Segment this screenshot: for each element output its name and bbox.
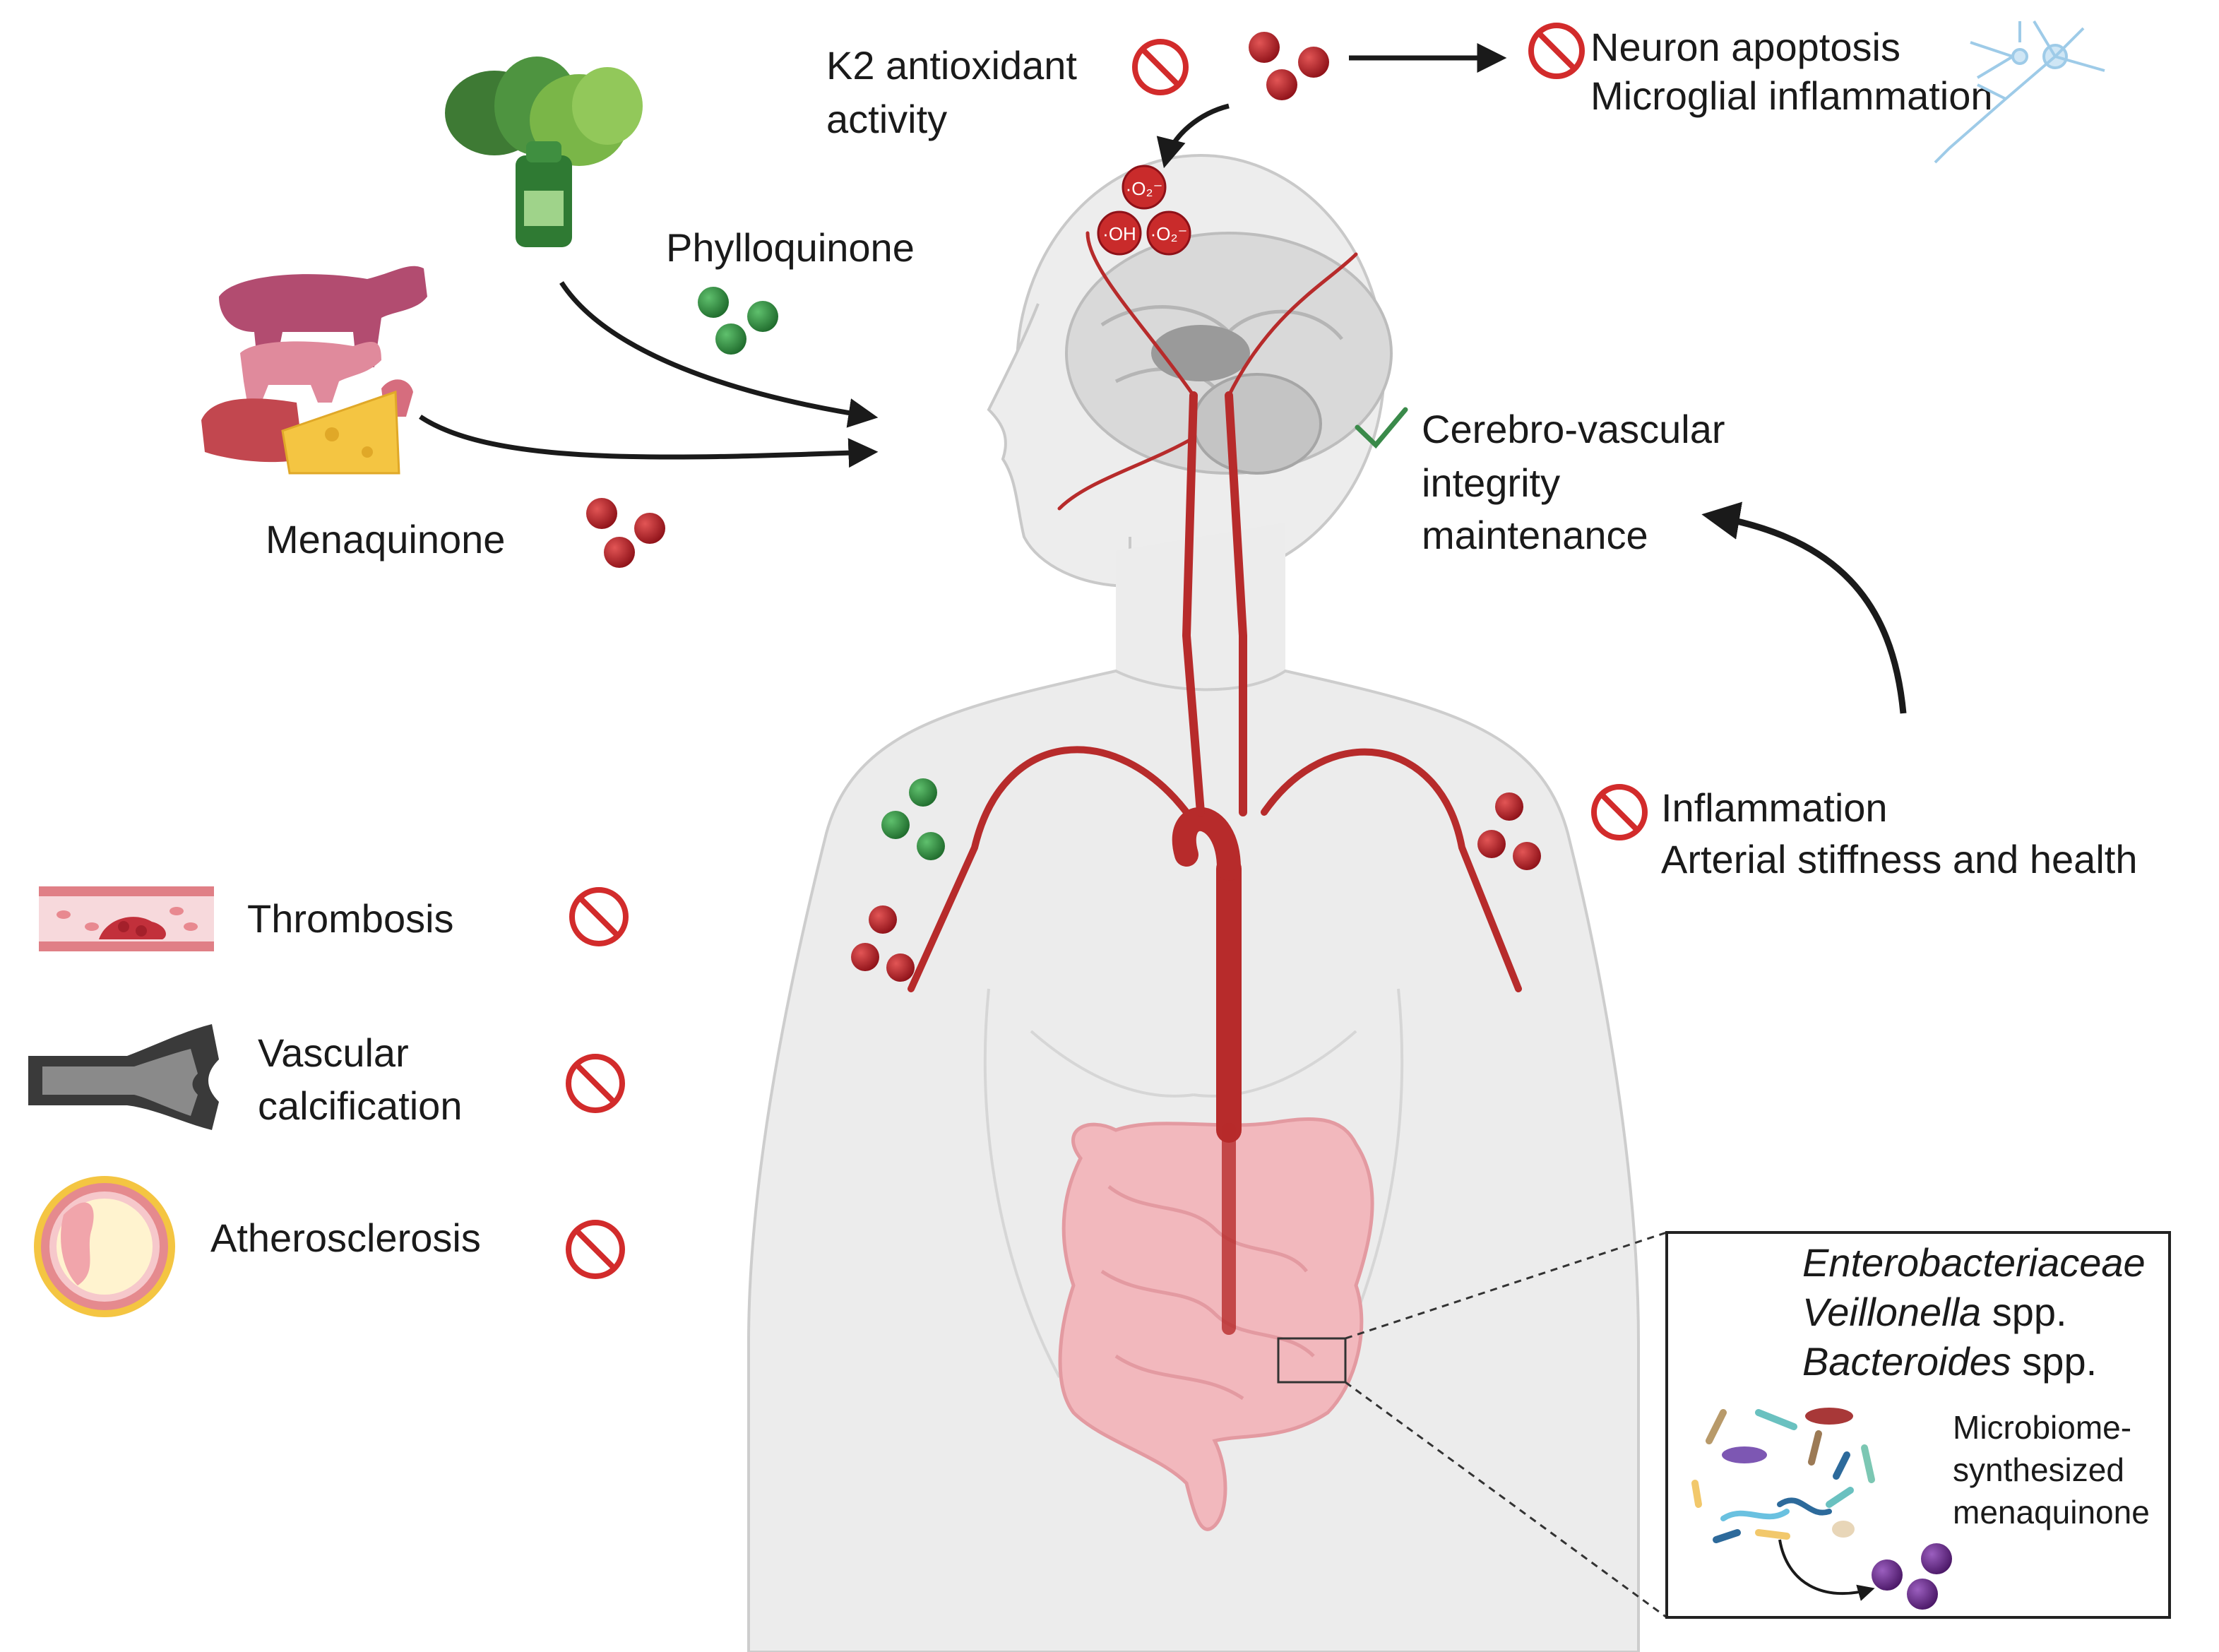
microbiome-menaquinone-label-line3: menaquinone <box>1953 1494 2150 1531</box>
neuron-icon <box>1934 20 2105 164</box>
bacteria-enterobacteriaceae: Enterobacteriaceae <box>1802 1240 2146 1285</box>
animal-foods-icon <box>201 266 427 475</box>
zoom-line-top <box>1345 1231 1667 1340</box>
arterial-system <box>908 231 1522 1335</box>
menaquinone-molecules-arm-left <box>851 905 915 982</box>
leafy-greens-icon <box>445 57 643 247</box>
phylloquinone-molecules-arm <box>881 778 945 860</box>
microbiome-menaquinone-label-line2: synthesized <box>1953 1451 2124 1488</box>
cerebro-vascular-label-line2: integrity <box>1422 460 1560 505</box>
intestines <box>1058 1117 1374 1531</box>
microglial-inflammation-label: Microglial inflammation <box>1590 73 1993 118</box>
vascular-calcification-label: Vascular <box>258 1030 409 1075</box>
ros-superoxide-label: ·O₂⁻ <box>1126 178 1163 199</box>
no-entry-icon <box>572 890 626 944</box>
bacteria-bacteroides: Bacteroides spp. <box>1802 1339 2097 1384</box>
ros-hydroxyl-label: ·OH <box>1102 223 1136 244</box>
menaquinone-molecules <box>586 498 665 568</box>
reactive-oxygen-species: ·O₂⁻ ·OH ·O₂⁻ <box>1097 165 1191 256</box>
no-entry-icon <box>569 1223 622 1276</box>
vascular-calcification-label-line2: calcification <box>258 1083 462 1128</box>
no-entry-icon <box>1594 787 1645 838</box>
zoom-line-bottom <box>1345 1381 1667 1619</box>
k2-antioxidant-label: K2 antioxidant <box>826 43 1077 88</box>
phylloquinone-molecules <box>698 287 778 355</box>
menaquinone-molecules-top <box>1249 32 1329 100</box>
arrow-menaquinone-to-body <box>419 415 879 468</box>
inflammation-label: Inflammation <box>1661 785 1888 830</box>
atherosclerosis-label: Atherosclerosis <box>210 1216 481 1260</box>
bacteria-cluster-icon <box>1691 1408 1875 1543</box>
microbiome-inset-box <box>1665 1231 2171 1619</box>
phylloquinone-label: Phylloquinone <box>666 225 915 270</box>
arrow-phylloquinone-to-body <box>559 281 879 428</box>
no-entry-icon <box>569 1057 622 1110</box>
atherosclerosis-icon <box>34 1176 175 1317</box>
k2-antioxidant-label-line2: activity <box>826 97 947 141</box>
neuron-apoptosis-label: Neuron apoptosis <box>1590 25 1900 69</box>
arrow-to-cerebro-vascular <box>1701 501 1907 714</box>
no-entry-icon <box>1531 25 1582 76</box>
menaquinone-label: Menaquinone <box>266 517 505 561</box>
thrombosis-label: Thrombosis <box>247 896 454 941</box>
thrombosis-icon <box>39 886 214 951</box>
cerebro-vascular-label: Cerebro-vascular <box>1422 407 1725 451</box>
cerebro-vascular-label-line3: maintenance <box>1422 513 1648 557</box>
checkmark-icon <box>1355 407 1408 449</box>
menaquinone-molecules-arm-right <box>1477 792 1541 870</box>
no-entry-icon <box>1135 42 1186 93</box>
bacteria-veillonella: Veillonella spp. <box>1802 1290 2067 1334</box>
arterial-stiffness-label: Arterial stiffness and health <box>1661 837 2137 881</box>
arrow-to-ros <box>1156 103 1230 169</box>
microbiome-menaquinone-molecules <box>1872 1543 1952 1610</box>
vascular-calcification-icon <box>28 1024 219 1130</box>
arrow-bacteria-to-menaquinone <box>1778 1539 1875 1601</box>
microbiome-menaquinone-label: Microbiome- <box>1953 1409 2131 1446</box>
ros-superoxide-label: ·O₂⁻ <box>1150 223 1188 244</box>
